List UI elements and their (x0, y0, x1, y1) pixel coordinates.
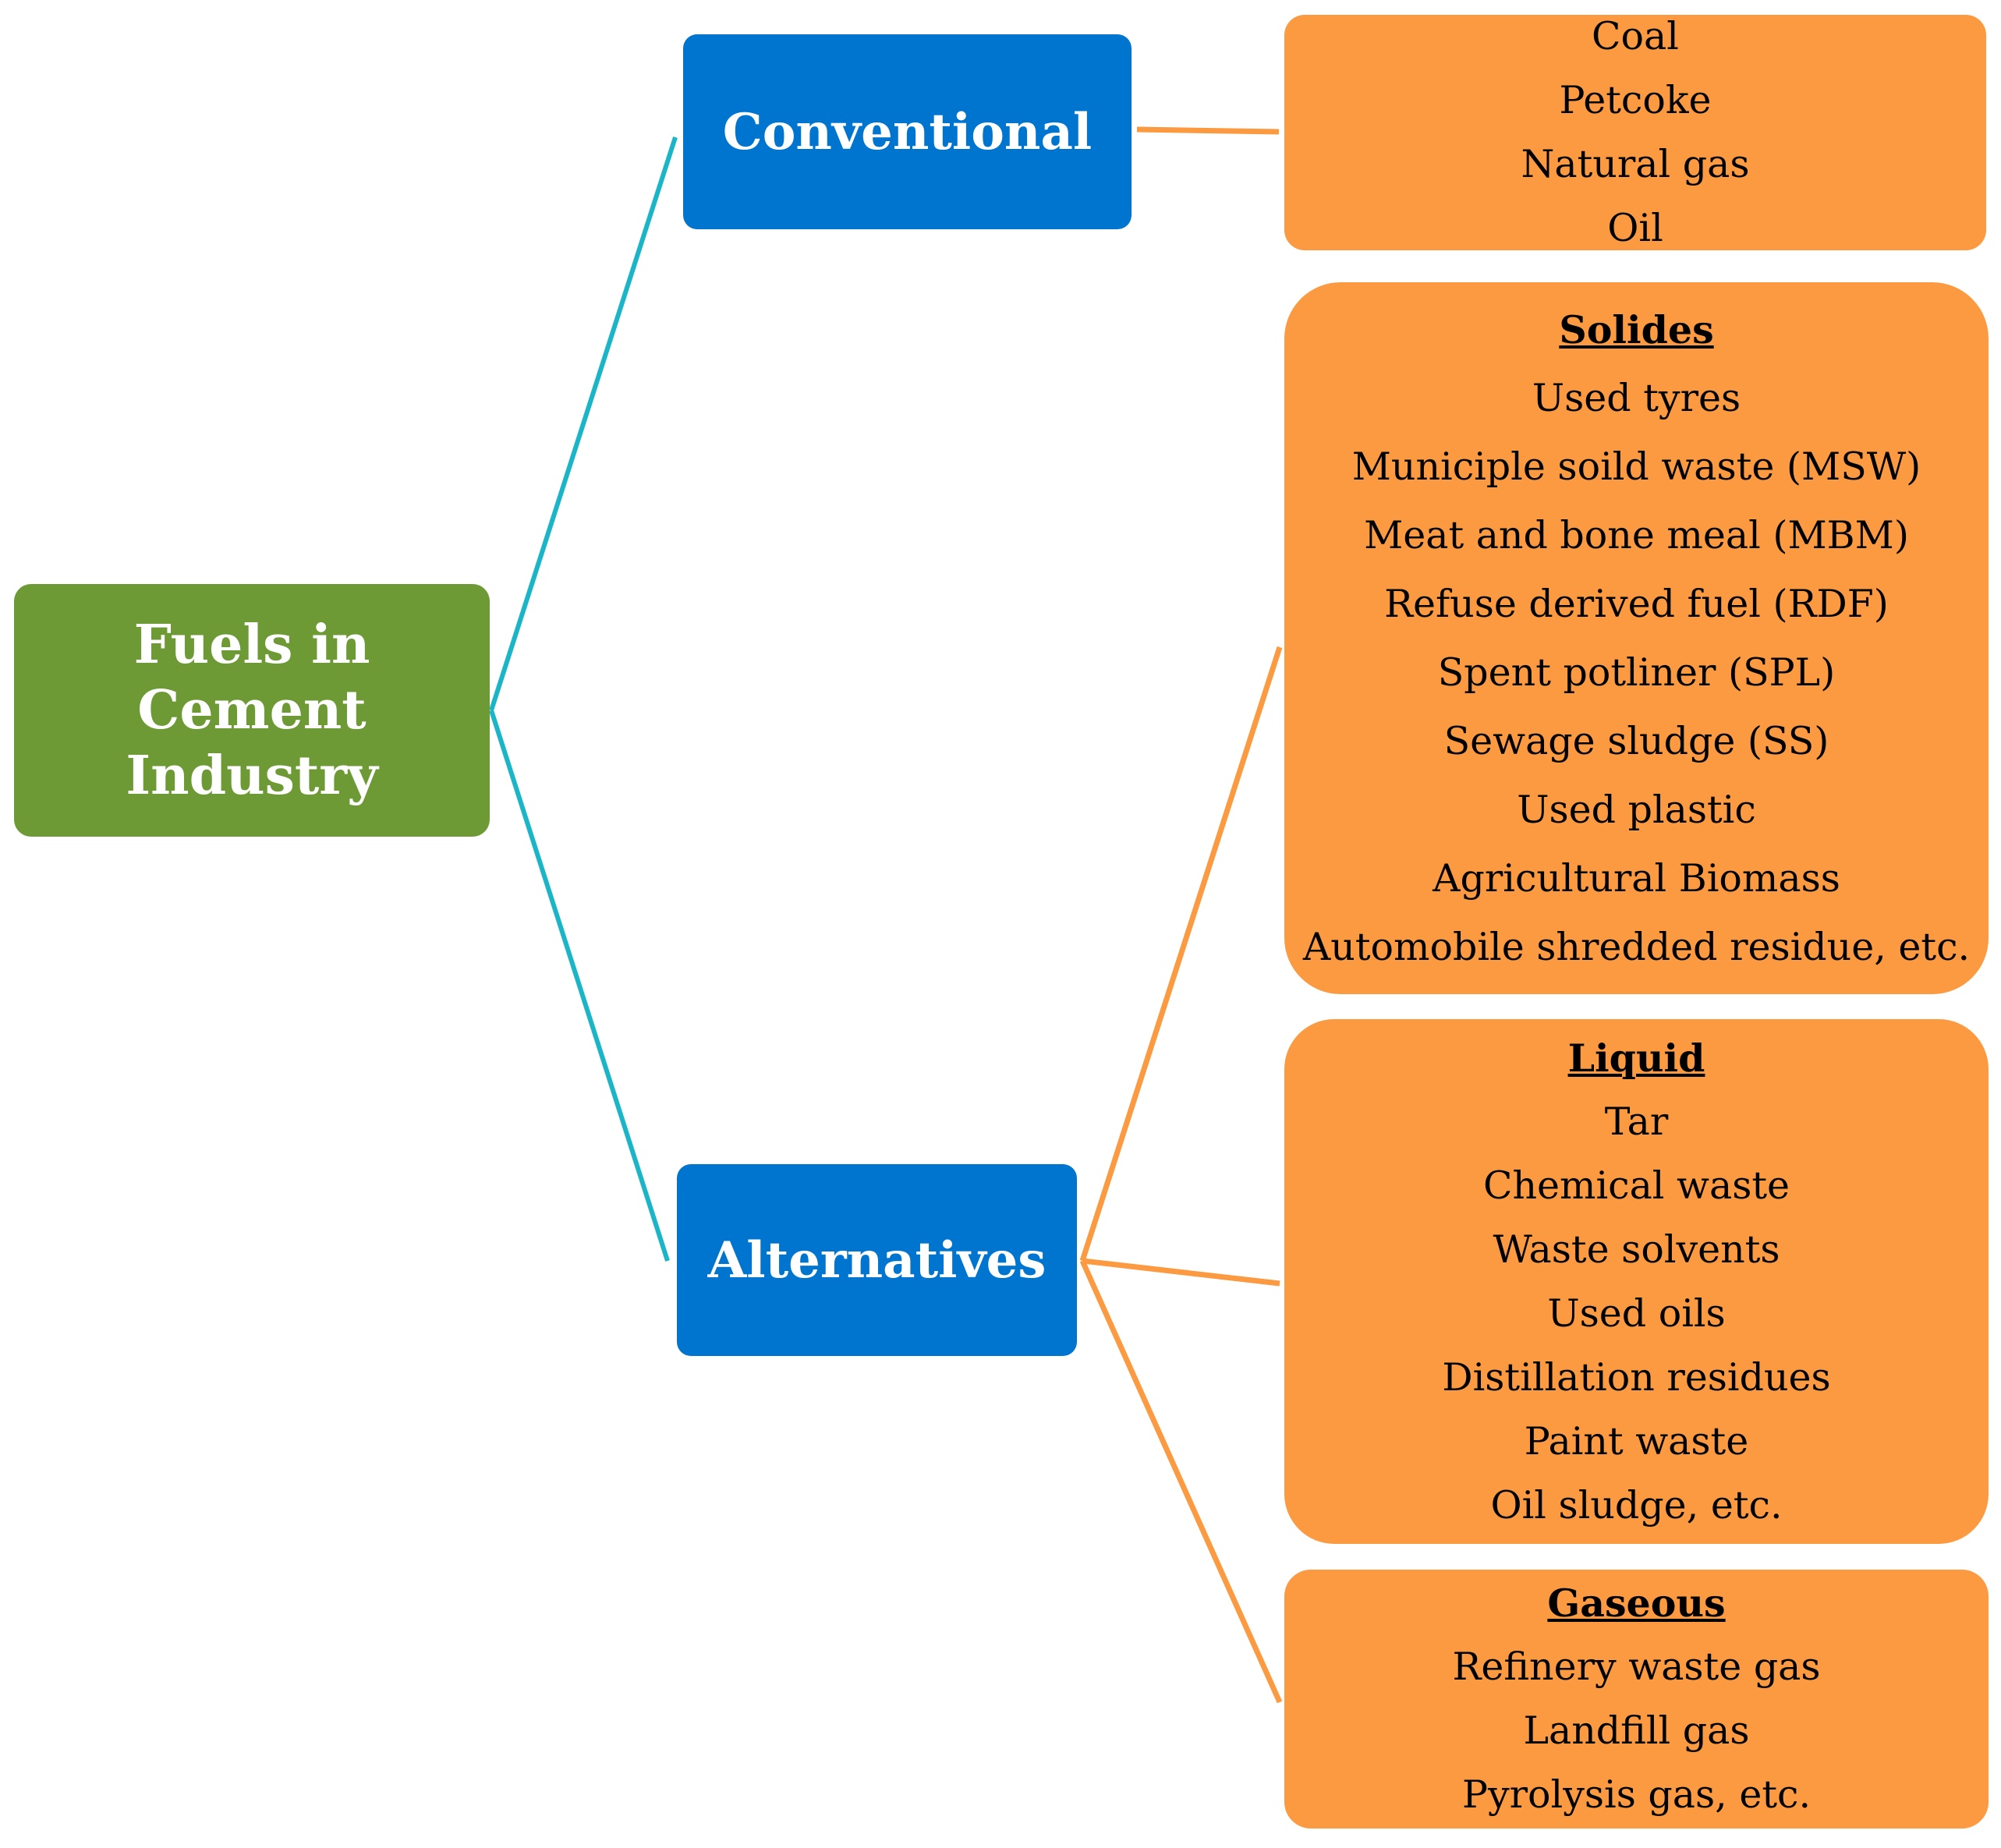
connector-alternatives-solides (1079, 646, 1283, 1262)
list-item: Used tyres (1532, 375, 1741, 420)
connector-conventional-list (1136, 126, 1280, 135)
category-label: Conventional (722, 102, 1093, 161)
list-item: Tar (1604, 1099, 1669, 1144)
list-item: Automobile shredded residue, etc. (1302, 924, 1971, 969)
list-item: Meat and bone meal (MBM) (1364, 512, 1909, 558)
list-item: Used oils (1547, 1290, 1726, 1336)
list-item: Natural gas (1521, 142, 1750, 186)
list-item: Spent potliner (SPL) (1437, 650, 1836, 695)
list-item: Chemical waste (1482, 1163, 1790, 1208)
category-alternatives: Alternatives (677, 1164, 1077, 1356)
conventional-fuel-list: Coal Petcoke Natural gas Oil (1284, 14, 1986, 250)
root-node: Fuels in Cement Industry (14, 584, 490, 837)
liquid-fuel-list: Liquid Tar Chemical waste Waste solvents… (1284, 1019, 1989, 1544)
solides-fuel-list: Solides Used tyres Municiple soild waste… (1284, 282, 1989, 994)
list-item: Pyrolysis gas, etc. (1461, 1772, 1812, 1817)
list-item: Sewage sludge (SS) (1443, 718, 1829, 763)
list-item: Municiple soild waste (MSW) (1351, 444, 1921, 489)
list-heading: Solides (1559, 306, 1714, 352)
list-item: Used plastic (1517, 787, 1756, 832)
list-item: Distillation residues (1442, 1354, 1831, 1400)
list-item: Landfill gas (1523, 1708, 1750, 1753)
list-item: Refinery waste gas (1452, 1644, 1821, 1689)
connector-alternatives-liquid (1082, 1258, 1280, 1287)
list-item: Coal (1592, 14, 1679, 58)
list-item: Oil (1607, 206, 1663, 250)
category-conventional: Conventional (683, 34, 1132, 229)
category-label: Alternatives (707, 1230, 1047, 1290)
list-item: Oil sludge, etc. (1490, 1482, 1783, 1528)
list-heading: Gaseous (1547, 1581, 1726, 1626)
connector-alternatives-gaseous (1079, 1259, 1283, 1704)
gaseous-fuel-list: Gaseous Refinery waste gas Landfill gas … (1284, 1570, 1989, 1829)
list-item: Refuse derived fuel (RDF) (1384, 581, 1889, 626)
root-title-line1: Fuels in Cement (133, 614, 370, 742)
root-title-line2: Industry (126, 745, 378, 807)
list-item: Paint waste (1524, 1418, 1749, 1464)
connector-root-alternatives (489, 710, 670, 1262)
list-item: Waste solvents (1493, 1227, 1780, 1272)
list-item: Petcoke (1559, 78, 1712, 122)
list-heading: Liquid (1567, 1035, 1705, 1081)
list-item: Agricultural Biomass (1433, 855, 1840, 901)
connector-root-conventional (489, 136, 678, 711)
